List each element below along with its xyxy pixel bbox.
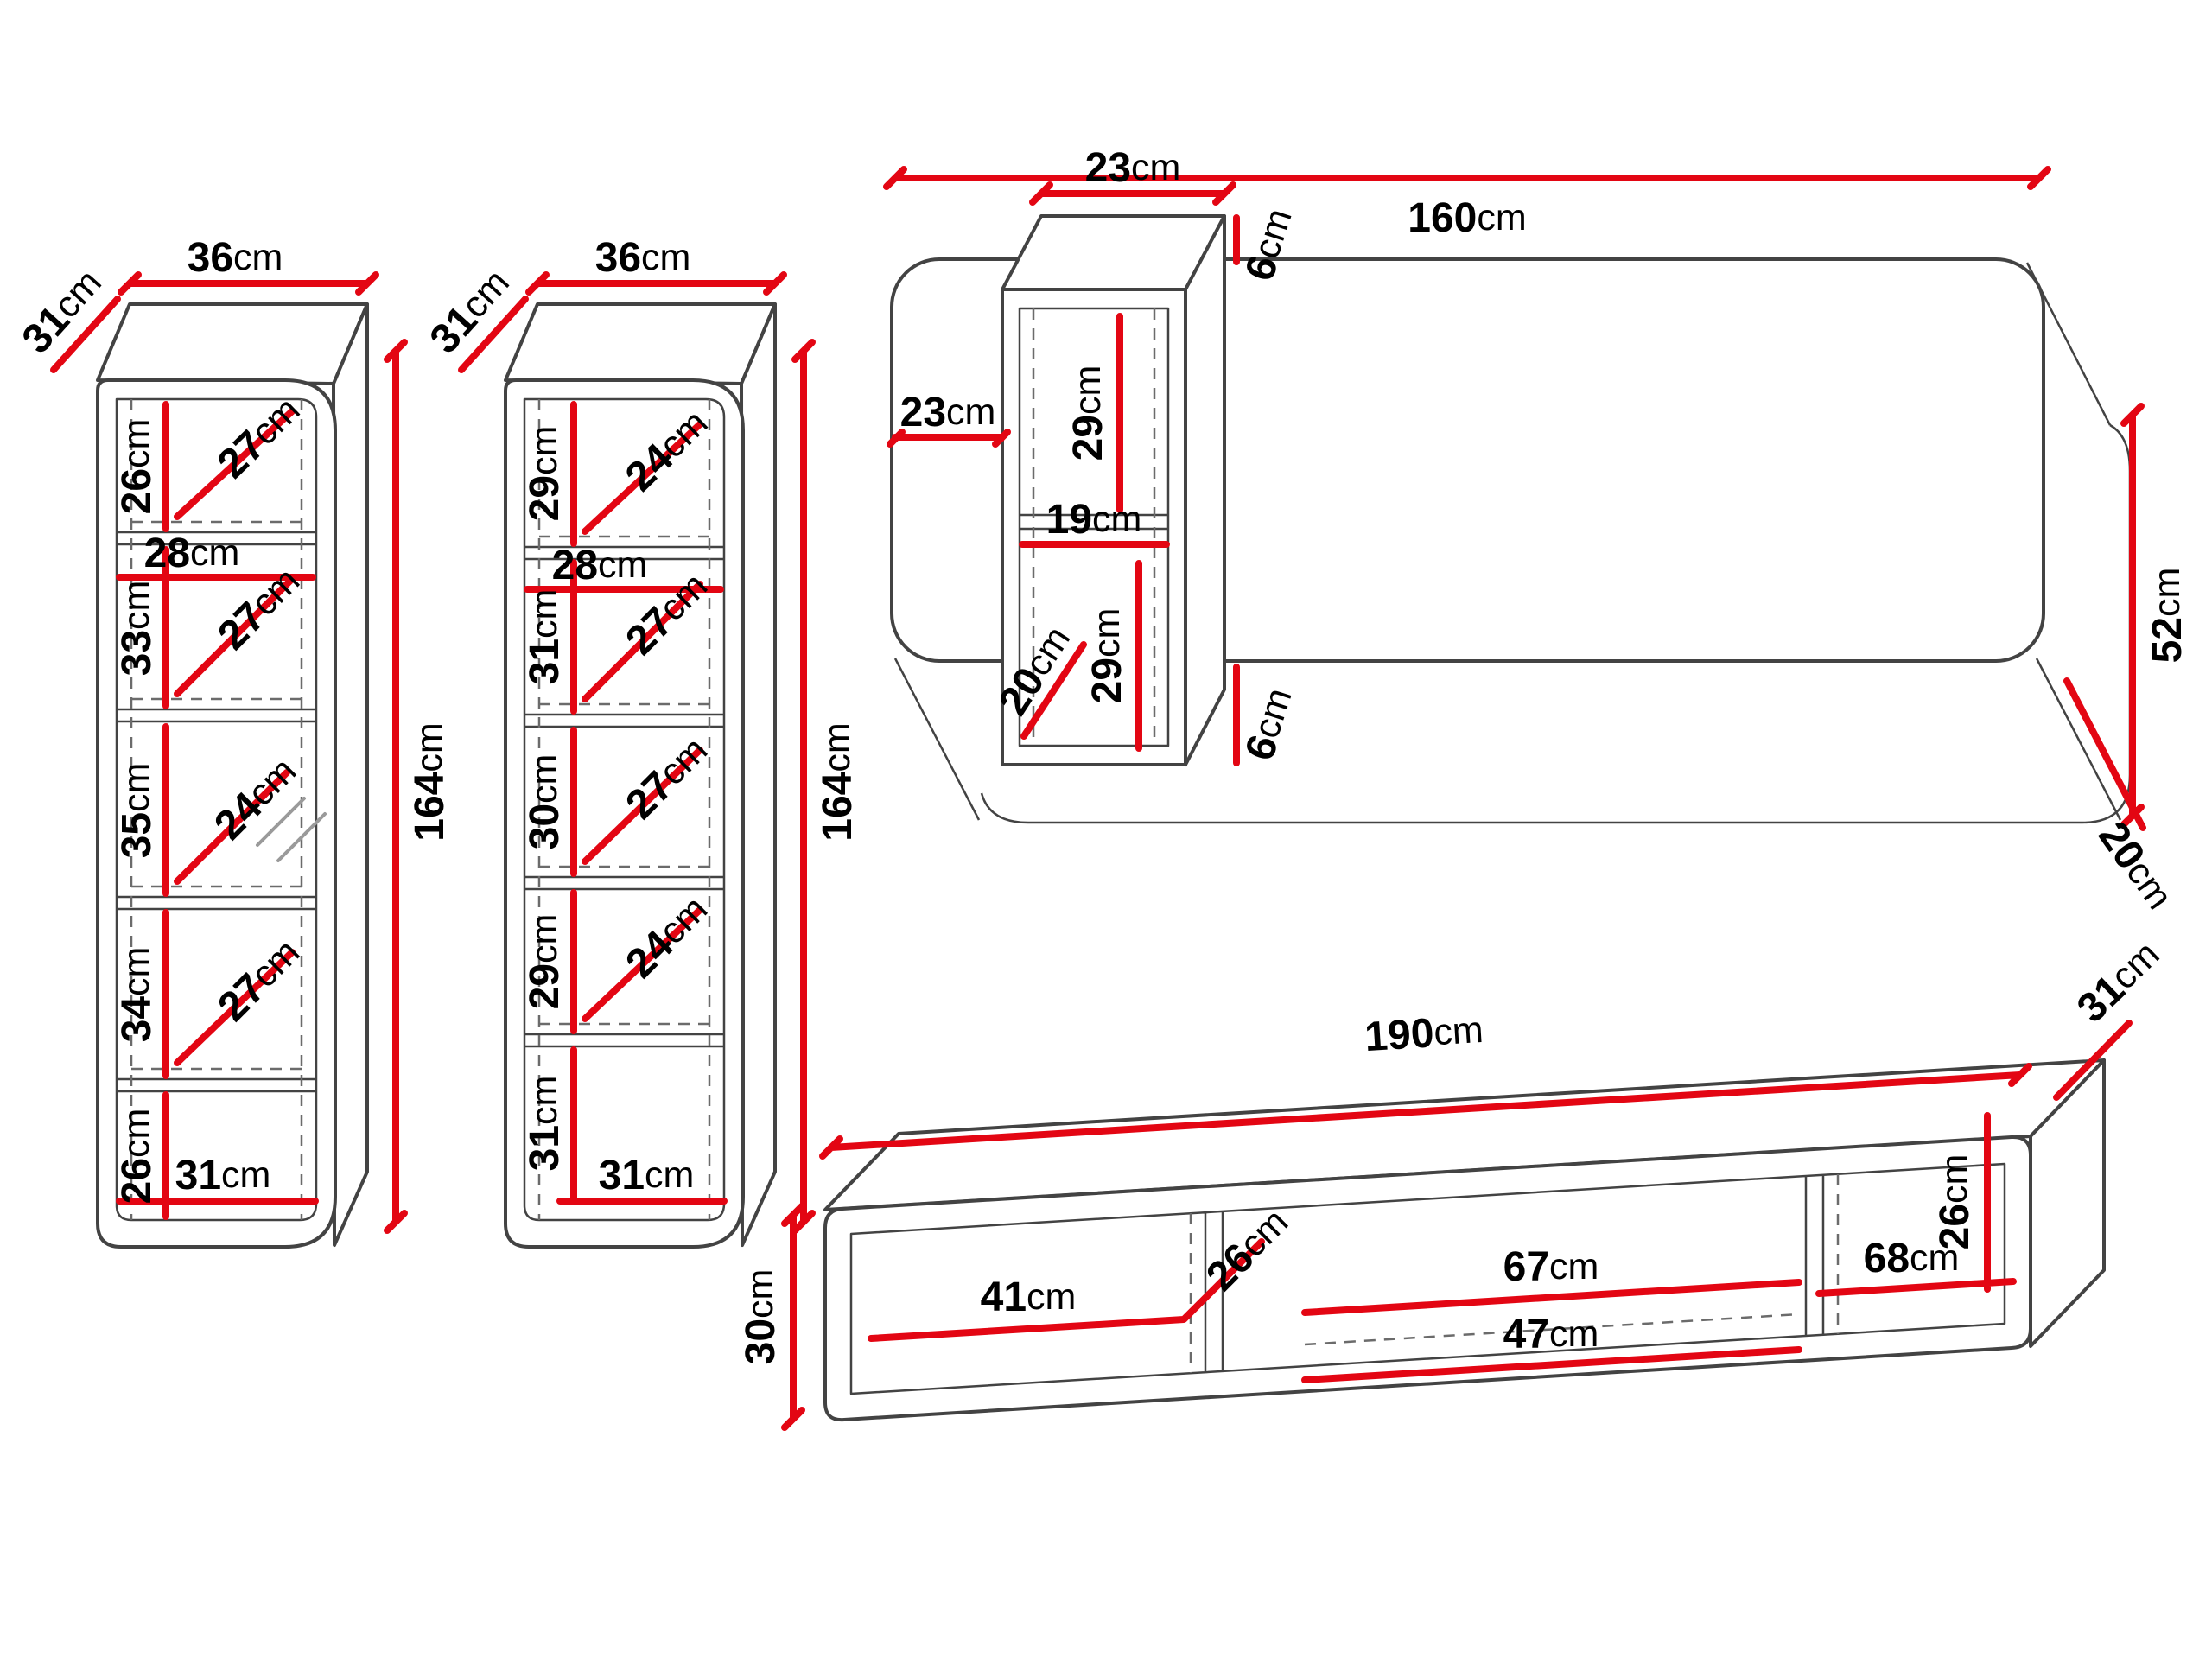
wall-shelf-box-dimension-lines — [887, 181, 1240, 766]
cabinet-2-shelf-height-1: 29cm — [522, 426, 568, 522]
cabinet-1: 31cm 36cm 164cm 26cm 27cm 28cm 33cm 27cm… — [13, 235, 453, 1249]
tv-stand-front-face — [823, 1135, 2032, 1422]
tv-stand-left-width-label: 41cm — [981, 1274, 1077, 1320]
tv-stand: 190cm 31cm 30cm 41cm 26cm 67cm 47cm 68cm… — [738, 931, 2169, 1431]
tv-stand-middle-bottom-width-label: 47cm — [1503, 1312, 1599, 1357]
cabinet-1-depth-label: 31cm — [13, 260, 111, 362]
cabinet-1-bottom-inner-width-label: 31cm — [175, 1153, 271, 1198]
cabinet-2-bottom-inner-width-label: 31cm — [599, 1153, 695, 1198]
tv-stand-height-label: 30cm — [738, 1269, 784, 1365]
cabinet-2-top-inner-width-label: 28cm — [552, 543, 648, 588]
tv-stand-dimension-lines — [781, 1020, 2133, 1431]
tv-stand-right-width-label: 68cm — [1864, 1236, 1960, 1281]
tv-stand-right-height-label: 26cm — [1932, 1154, 1978, 1250]
cabinet-2-interior-lines — [523, 397, 726, 1222]
tv-stand-depth-label: 31cm — [2069, 931, 2169, 1031]
wall-shelf-box-side-face — [1184, 214, 1226, 766]
wall-shelf-inner-width-label: 19cm — [1046, 497, 1142, 543]
cabinet-1-shelf-height-4: 34cm — [114, 947, 160, 1043]
cabinet-2-dimension-lines — [458, 271, 816, 1234]
wall-panel: 160cm 52cm 20cm 23cm 6cm 23cm 29cm 19cm … — [883, 145, 2190, 918]
wall-panel-dimension-lines — [883, 166, 2146, 831]
wall-shelf-left-offset-label: 23cm — [900, 390, 996, 435]
cabinet-1-shelf-height-3: 35cm — [114, 763, 160, 859]
cabinet-1-top-inner-width-label: 28cm — [144, 531, 240, 576]
cabinet-1-dimension-lines — [50, 271, 408, 1234]
cabinet-2-shelf-height-3: 30cm — [522, 754, 568, 850]
wall-panel-depth-label: 20cm — [2090, 813, 2183, 918]
cabinet-1-glass-shine — [256, 797, 327, 862]
cabinet-2-shelf-height-4: 29cm — [522, 914, 568, 1010]
cabinet-1-width-label: 36cm — [188, 235, 283, 281]
wall-shelf-upper-height-label: 29cm — [1065, 365, 1111, 461]
cabinet-1-side-face — [332, 302, 369, 1247]
tv-stand-hidden-lines — [1189, 1174, 1840, 1373]
wall-panel-width-label: 160cm — [1408, 195, 1526, 241]
cabinet-2-top-face — [504, 302, 777, 385]
wall-shelf-box-hidden-lines — [1032, 308, 1156, 746]
cabinet-2-height-label: 164cm — [815, 722, 861, 841]
wall-shelf-lower-height-label: 29cm — [1084, 608, 1130, 704]
cabinet-1-top-face — [96, 302, 369, 385]
cabinet-1-shelf-height-5: 26cm — [114, 1109, 160, 1205]
cabinet-1-shelf-height-2: 33cm — [114, 581, 160, 677]
cabinet-1-shelf-height-1: 26cm — [114, 419, 160, 515]
cabinet-1-interior-lines — [115, 397, 318, 1222]
tv-stand-width-label: 190cm — [1363, 1007, 1484, 1059]
tv-stand-middle-top-width-label: 67cm — [1503, 1244, 1599, 1290]
cabinet-2-shelf-height-5: 31cm — [522, 1076, 568, 1172]
cabinet-2-hidden-lines — [537, 399, 711, 1220]
cabinet-2-shelf-height-2: 31cm — [522, 589, 568, 685]
wall-shelf-box-interior-lines — [1018, 307, 1170, 747]
wall-shelf-top-width-label: 23cm — [1085, 145, 1181, 191]
cabinet-1-hidden-lines — [130, 399, 303, 1220]
cabinet-1-height-label: 164cm — [407, 722, 453, 841]
cabinet-2-depth-label: 31cm — [421, 260, 518, 362]
wall-panel-height-label: 52cm — [2145, 568, 2190, 664]
cabinet-2: 31cm 36cm 164cm 29cm 24cm 28cm 31cm 27cm… — [421, 235, 861, 1249]
wall-panel-back-edge — [980, 423, 2132, 824]
tv-stand-interior-lines — [849, 1162, 2006, 1395]
wall-shelf-bottom-offset-label: 6cm — [1236, 683, 1302, 766]
cabinet-2-side-face — [740, 302, 777, 1247]
cabinet-2-width-label: 36cm — [595, 235, 691, 281]
